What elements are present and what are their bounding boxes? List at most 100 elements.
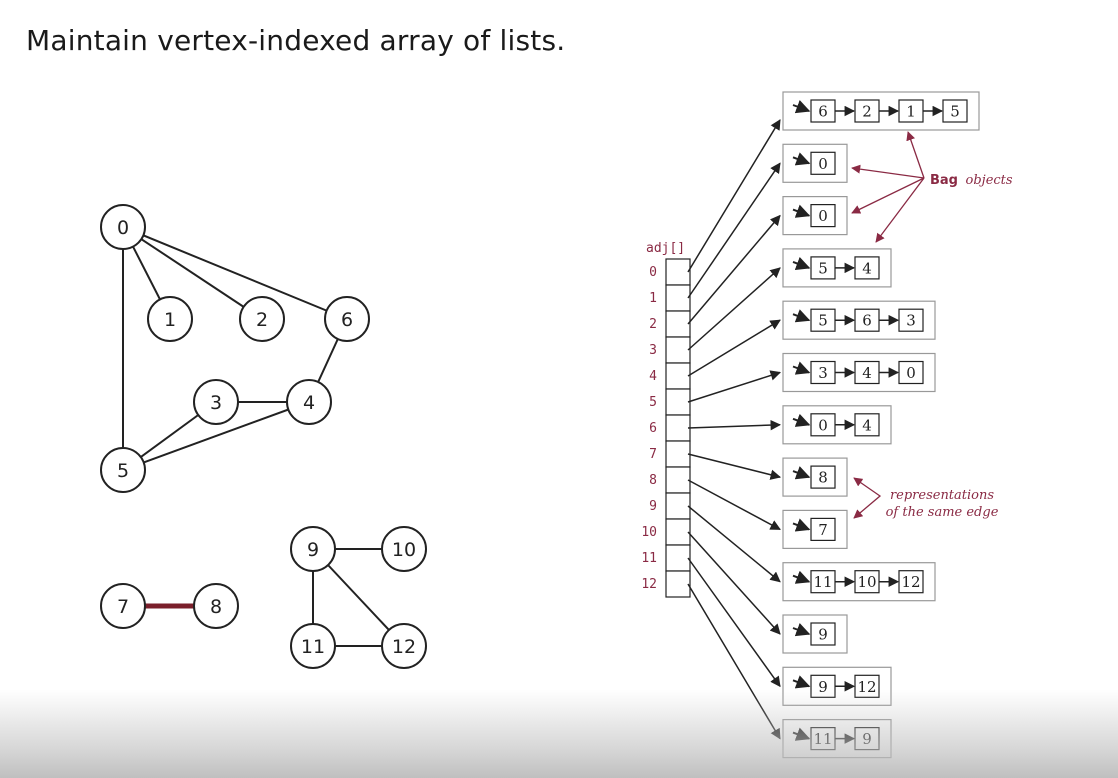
list-node	[898, 360, 924, 385]
array-index-label: 7	[649, 447, 657, 462]
list-node-value: 4	[862, 364, 872, 382]
array-pointer-3	[687, 267, 781, 351]
array-pointers	[687, 119, 782, 740]
vertex-label: 9	[307, 539, 319, 561]
list-node	[810, 622, 836, 646]
same-edge-annotation-line2: of the same edge	[886, 505, 999, 520]
array-slot-11	[665, 544, 691, 572]
array-index-label: 5	[649, 395, 657, 410]
bag-list-8: 7	[782, 509, 848, 549]
list-node-value: 10	[857, 573, 876, 591]
array-index-label: 6	[649, 421, 657, 436]
bag-annotation-arrow	[906, 131, 925, 179]
list-node-value: 5	[818, 259, 828, 277]
same-edge-annotation-line1: representations	[890, 488, 994, 503]
vertex-label: 8	[210, 596, 222, 618]
array-pointer-6	[687, 419, 782, 431]
array-slot-6	[665, 414, 691, 442]
array-slot-2	[665, 310, 691, 338]
graph-edge-0-2	[122, 226, 263, 320]
list-node-value: 5	[818, 312, 828, 330]
list-node	[942, 99, 968, 123]
list-node-value: 9	[862, 730, 872, 748]
array-slot-7	[665, 440, 691, 468]
vertex-label: 4	[303, 392, 315, 414]
vertex-label: 0	[117, 217, 129, 239]
slide-title: Maintain vertex-indexed array of lists.	[26, 24, 566, 57]
list-node-value: 0	[818, 155, 828, 173]
list-node	[898, 308, 924, 332]
array-pointer-5	[687, 370, 781, 403]
array-index-label: 4	[649, 369, 657, 384]
array-pointer-10	[687, 531, 781, 635]
vertex-label: 12	[392, 636, 416, 658]
graph-vertex-12: 12	[381, 623, 427, 669]
array-slot-0	[665, 258, 691, 286]
annotations: Bag objects representations of the same ed…	[851, 131, 1013, 520]
array-index-label: 9	[649, 499, 657, 514]
array-label: adj[]	[646, 241, 685, 256]
array-index-label: 3	[649, 343, 657, 358]
graph-vertex-1: 1	[147, 296, 193, 342]
array-pointer-0	[687, 119, 781, 273]
graph-vertex-10: 10	[381, 526, 427, 572]
bag-annotation-arrow	[851, 164, 925, 179]
array-index-label: 0	[649, 265, 657, 280]
bag-list-5: 3 4 0	[782, 352, 936, 393]
bag-list-11: 9 12	[782, 666, 892, 706]
list-node	[810, 204, 836, 228]
bag-annotation-arrow	[851, 177, 925, 214]
array-index-label: 8	[649, 473, 657, 488]
list-node-value: 2	[862, 103, 872, 121]
array-slot-1	[665, 284, 691, 312]
graph-vertex-4: 4	[286, 379, 332, 425]
list-node-value: 1	[906, 103, 916, 121]
vertex-label: 2	[256, 309, 268, 331]
same-edge-bracket	[853, 477, 882, 519]
graph-vertex-2: 2	[239, 296, 285, 342]
list-node	[854, 413, 880, 437]
graph-vertex-5: 5	[100, 447, 146, 493]
bag-objects-annotation: Bag objects	[930, 173, 1013, 188]
list-node-value: 3	[818, 364, 828, 382]
array-pointer-8	[687, 479, 781, 531]
list-node-value: 9	[818, 678, 828, 696]
array-slot-5	[665, 388, 691, 416]
list-node-value: 8	[818, 469, 828, 487]
array-pointer-1	[687, 162, 781, 299]
array-slot-4	[665, 362, 691, 390]
array-index-label: 12	[641, 577, 657, 592]
bag-list-7: 8	[782, 457, 848, 497]
graph-vertex-9: 9	[290, 526, 336, 572]
array-slot-8	[665, 466, 691, 494]
graph-edge-0-6	[122, 226, 348, 320]
list-node-value: 12	[857, 678, 876, 696]
list-node-value: 12	[901, 573, 920, 591]
vertex-label: 10	[392, 539, 416, 561]
array-pointer-11	[687, 557, 781, 688]
list-node-value: 5	[950, 103, 960, 121]
list-node-value: 11	[813, 730, 832, 748]
array-index-label: 1	[649, 291, 657, 306]
vertex-label: 3	[210, 392, 222, 414]
list-node-value: 0	[906, 364, 916, 382]
list-node	[810, 517, 836, 542]
array-slot-3	[665, 336, 691, 364]
array-pointer-4	[687, 319, 781, 377]
vertex-label: 5	[117, 460, 129, 482]
vertex-label: 7	[117, 596, 129, 618]
array-slot-10	[665, 518, 691, 546]
list-node	[810, 151, 836, 175]
list-node	[854, 256, 880, 280]
graph-edge-4-5	[122, 401, 310, 471]
graph-vertex-11: 11	[290, 623, 336, 669]
list-node-value: 0	[818, 416, 828, 434]
graph-vertex-7: 7	[100, 583, 146, 629]
